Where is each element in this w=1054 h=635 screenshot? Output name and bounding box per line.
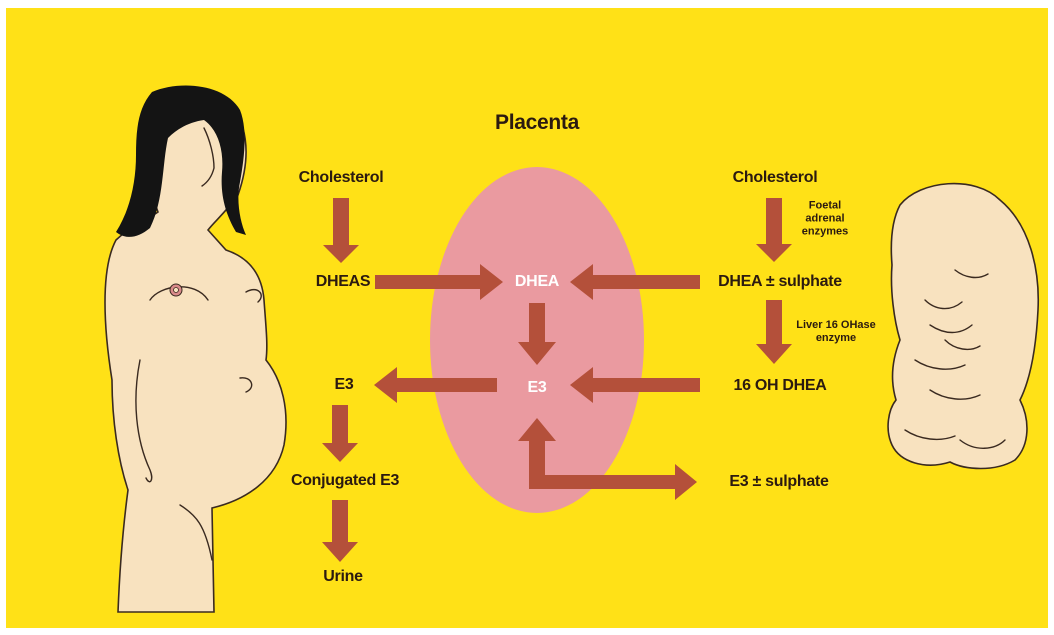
maternal-e3-label: E3 [335, 376, 354, 394]
arrow-dhea-to-ohdhea [756, 300, 792, 364]
note-line: enzyme [796, 332, 876, 345]
e3-sulphate-label: E3 ± sulphate [729, 473, 828, 491]
liver-enzyme-note: Liver 16 OHase enzyme [796, 319, 876, 345]
note-line: enzymes [802, 226, 848, 239]
maternal-cholesterol-label: Cholesterol [299, 169, 384, 187]
placenta-dhea-label: DHEA [515, 273, 559, 291]
diagram-panel: Placenta Cholesterol DHEAS E3 Conjugated… [6, 8, 1048, 628]
arrow-foetal-chol-to-dhea [756, 198, 792, 262]
urine-label: Urine [323, 568, 362, 586]
arrow-conj-to-urine [322, 500, 358, 562]
maternal-dheas-label: DHEAS [316, 273, 371, 291]
diagram-title: Placenta [495, 111, 579, 135]
foetal-adrenal-enzymes-note: Foetal adrenal enzymes [802, 200, 848, 239]
pregnant-woman-icon [105, 86, 286, 612]
foetal-cholesterol-label: Cholesterol [733, 169, 818, 187]
oh-dhea-label: 16 OH DHEA [733, 377, 826, 395]
note-line: adrenal [802, 213, 848, 226]
foetal-dhea-sulphate-label: DHEA ± sulphate [718, 273, 842, 291]
note-line: Foetal [802, 200, 848, 213]
foetus-icon [888, 184, 1038, 469]
arrow-mat-chol-to-dheas [323, 198, 359, 263]
arrow-e3-to-conj [322, 405, 358, 462]
placenta-e3-label: E3 [528, 379, 547, 397]
conjugated-e3-label: Conjugated E3 [291, 472, 399, 490]
diagram-artwork [6, 8, 1048, 628]
note-line: Liver 16 OHase [796, 319, 876, 332]
